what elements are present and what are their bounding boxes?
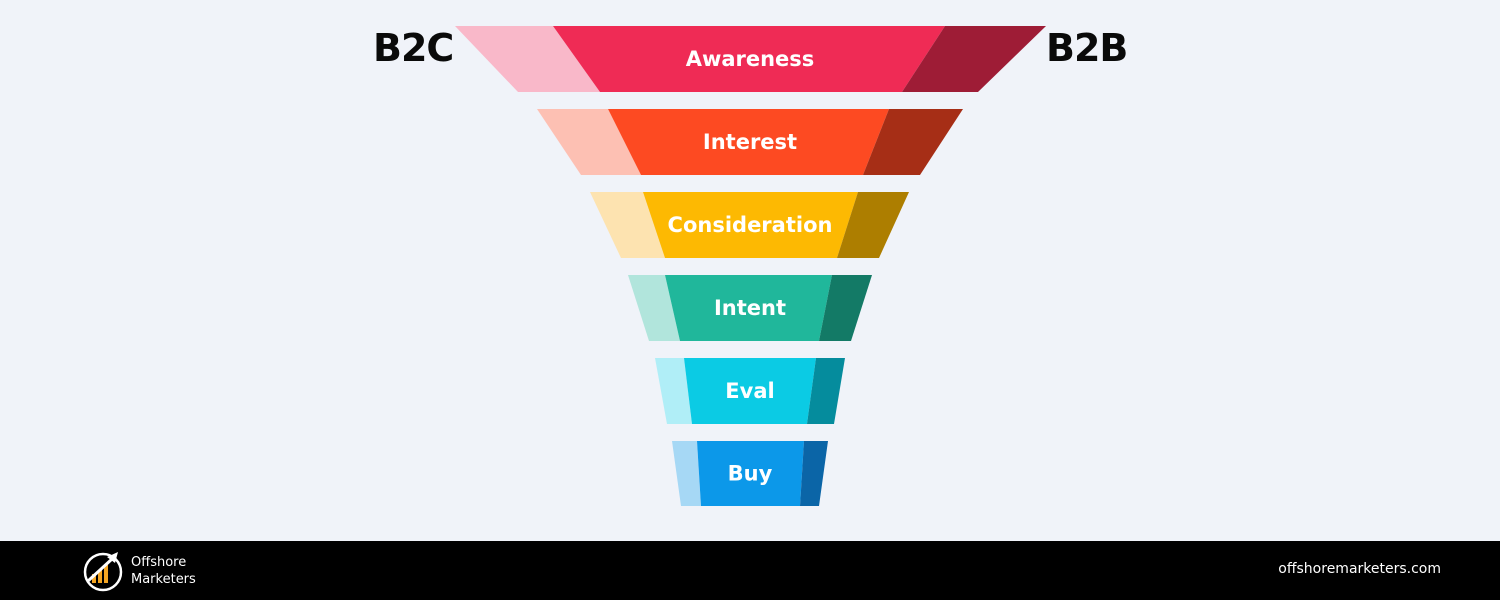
brand-line-2: Marketers bbox=[131, 572, 196, 587]
funnel-stage-label: Consideration bbox=[668, 213, 833, 237]
rising-chart-logo-icon bbox=[83, 552, 123, 592]
brand-name: Offshore Marketers bbox=[131, 554, 196, 588]
funnel-stage-interest: Interest bbox=[537, 109, 963, 175]
b2c-label: B2C bbox=[373, 26, 454, 70]
funnel-stage-interest-right-band bbox=[863, 109, 963, 175]
funnel-stage-eval: Eval bbox=[655, 358, 845, 424]
b2b-label: B2B bbox=[1046, 26, 1128, 70]
funnel-stage-buy: Buy bbox=[672, 441, 828, 506]
funnel-stage-interest-left-band bbox=[537, 109, 641, 175]
funnel-stage-buy-right-band bbox=[800, 441, 828, 506]
brand-line-1: Offshore bbox=[131, 555, 187, 570]
funnel-stage-interest-center bbox=[608, 109, 889, 175]
funnel-stage-consideration: Consideration bbox=[590, 192, 909, 258]
funnel-stage-label: Intent bbox=[714, 296, 786, 320]
funnel-stage-label: Interest bbox=[703, 130, 797, 154]
funnel: AwarenessInterestConsiderationIntentEval… bbox=[455, 26, 1046, 506]
funnel-stage-intent-center bbox=[665, 275, 832, 341]
funnel-stage-label: Eval bbox=[725, 379, 774, 403]
funnel-stage-intent-right-band bbox=[819, 275, 872, 341]
funnel-stage-eval-right-band bbox=[807, 358, 845, 424]
website-link[interactable]: offshoremarketers.com bbox=[1278, 561, 1441, 577]
funnel-stage-eval-center bbox=[684, 358, 816, 424]
funnel-stage-eval-left-band bbox=[655, 358, 692, 424]
funnel-stage-consideration-right-band bbox=[837, 192, 909, 258]
funnel-stage-consideration-center bbox=[643, 192, 858, 258]
funnel-stage-intent-left-band bbox=[628, 275, 680, 341]
funnel-stage-intent: Intent bbox=[628, 275, 872, 341]
funnel-stage-label: Awareness bbox=[686, 47, 815, 71]
footer: Offshore Marketers offshoremarketers.com bbox=[0, 541, 1500, 600]
funnel-stage-buy-left-band bbox=[672, 441, 701, 506]
funnel-stage-label: Buy bbox=[728, 462, 773, 486]
funnel-stage-awareness-right-band bbox=[902, 26, 1046, 92]
funnel-stage-buy-center bbox=[697, 441, 804, 506]
funnel-stage-awareness-center bbox=[553, 26, 945, 92]
funnel-stage-awareness: Awareness bbox=[455, 26, 1046, 92]
funnel-stage-consideration-left-band bbox=[590, 192, 665, 258]
funnel-stage-awareness-left-band bbox=[455, 26, 600, 92]
